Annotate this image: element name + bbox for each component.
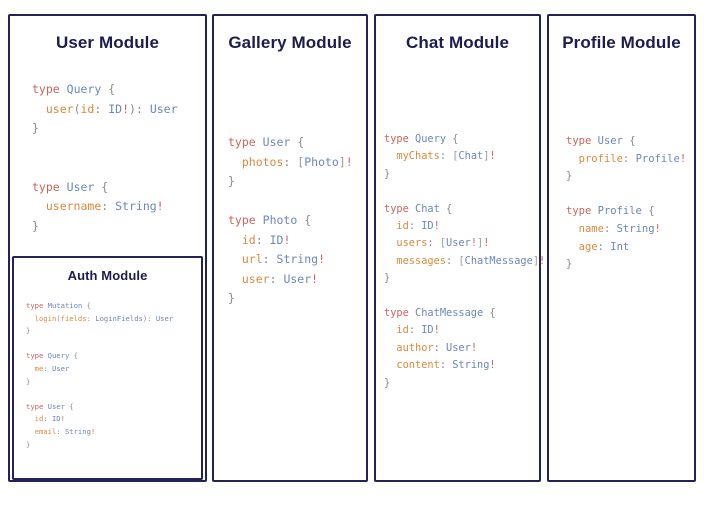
- panel-user-module[interactable]: User Module type Query { user(id: ID!): …: [8, 14, 207, 482]
- panel-title-chat-module: Chat Module: [405, 33, 510, 52]
- code-block-profile-module: type User { profile: Profile! } type Pro…: [566, 135, 687, 271]
- code-block-auth-module: type Mutation { login(fields: LoginField…: [26, 301, 174, 449]
- code-block-gallery-module: type User { photos: [Photo]! } type Phot…: [228, 135, 353, 305]
- panel-auth-module[interactable]: Auth Module type Mutation { login(fields…: [12, 256, 203, 480]
- panel-title-gallery-module: Gallery Module: [228, 33, 352, 52]
- panel-chat-module[interactable]: Chat Module type Query { myChats: [Chat]…: [374, 14, 545, 482]
- panel-profile-module[interactable]: Profile Module type User { profile: Prof…: [547, 14, 696, 482]
- code-block-user-module: type Query { user(id: ID!): User } type …: [32, 82, 178, 233]
- panel-title-auth-module: Auth Module: [67, 268, 148, 283]
- panel-title-user-module: User Module: [55, 33, 160, 52]
- panel-title-profile-module: Profile Module: [562, 33, 681, 52]
- panel-gallery-module[interactable]: Gallery Module type User { photos: [Phot…: [212, 14, 368, 482]
- code-block-chat-module: type Query { myChats: [Chat]! } type Cha…: [384, 133, 546, 389]
